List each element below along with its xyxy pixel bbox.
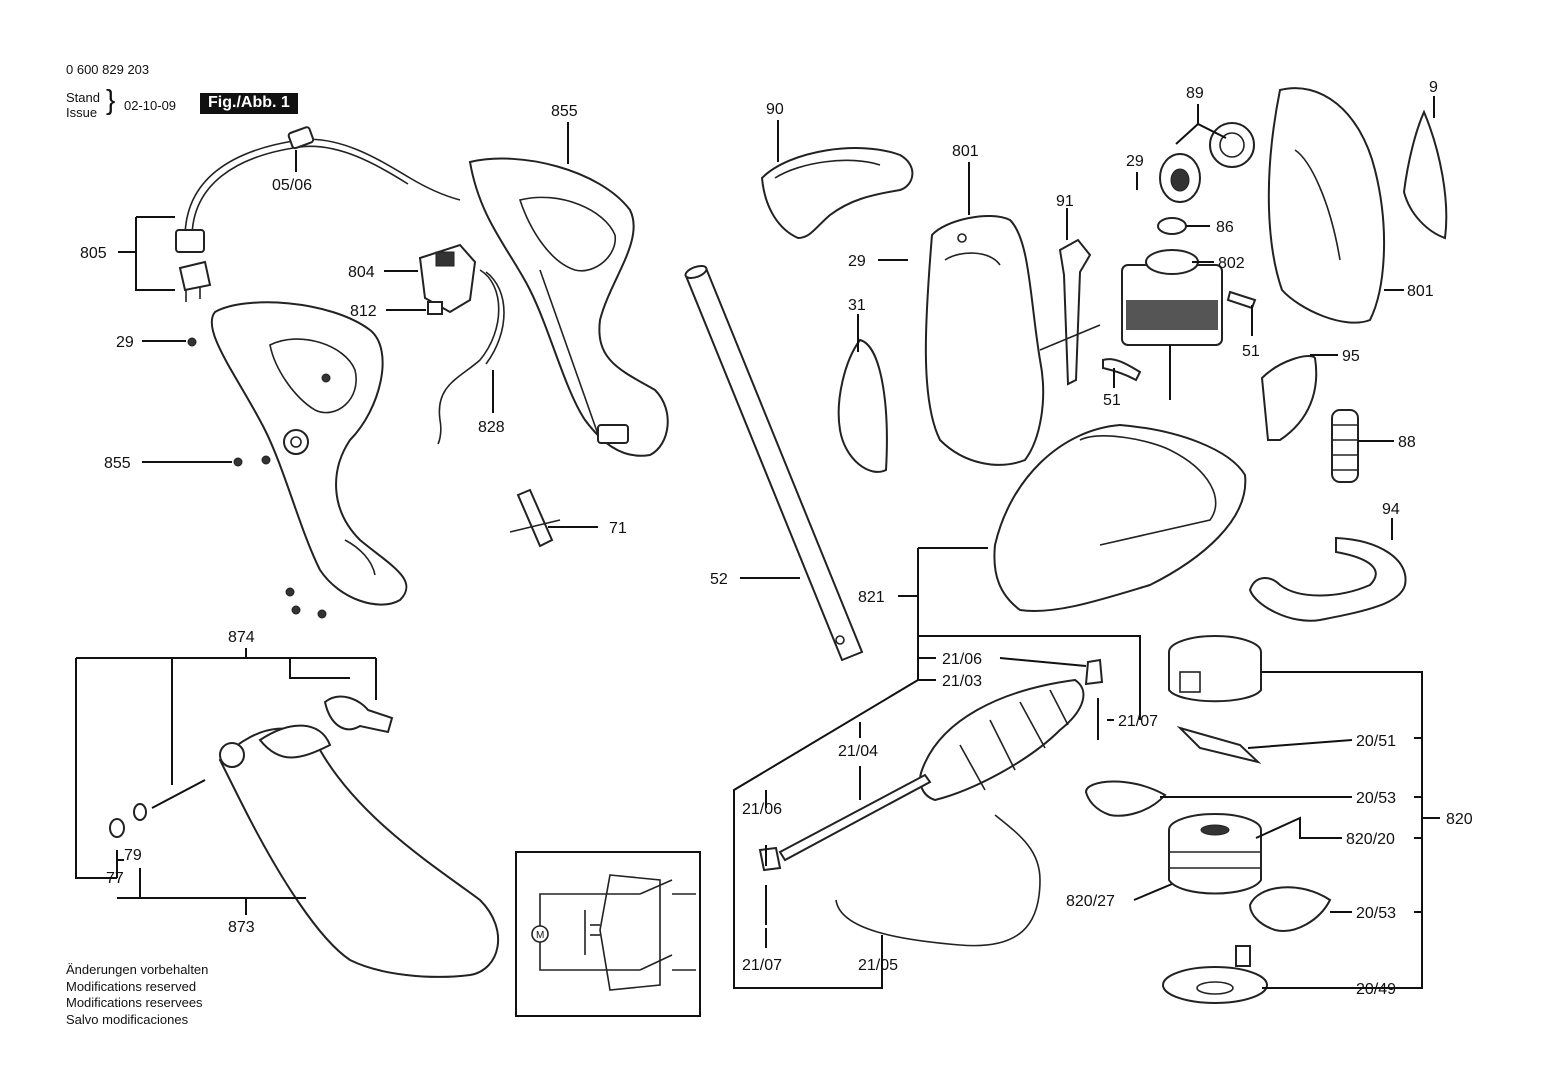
- handle-half-right: [468, 157, 669, 457]
- tube-52: [684, 264, 864, 662]
- label-29-right: 29: [1126, 153, 1144, 170]
- spool-part-small: [1176, 725, 1262, 764]
- label-873: 873: [228, 919, 255, 936]
- label-21-04: 21/04: [838, 743, 878, 760]
- elbow-21-06-lower: [758, 846, 782, 872]
- cap-20-49: [1162, 945, 1268, 1004]
- label-86: 86: [1216, 219, 1234, 236]
- label-51-right: 51: [1242, 343, 1260, 360]
- label-802: 802: [1218, 255, 1245, 272]
- spring-88: [1331, 409, 1359, 483]
- label-91: 91: [1056, 193, 1074, 210]
- cap-90: [760, 147, 914, 240]
- label-9: 9: [1429, 79, 1438, 96]
- label-874: 874: [228, 629, 255, 646]
- label-21-07-right: 21/07: [1118, 713, 1158, 730]
- label-90: 90: [766, 101, 784, 118]
- wiring-schematic: M: [515, 851, 701, 1017]
- label-31: 31: [848, 297, 866, 314]
- label-29-middle: 29: [848, 253, 866, 270]
- figure-title: Fig./Abb. 1: [200, 93, 298, 114]
- label-77: 77: [106, 870, 124, 887]
- disclaimers: Änderungen vorbehalten Modifications res…: [66, 962, 208, 1028]
- motor-802: [1121, 249, 1223, 400]
- clip-71: [509, 488, 561, 548]
- label-95: 95: [1342, 348, 1360, 365]
- label-52: 52: [710, 571, 728, 588]
- label-855-left: 855: [104, 455, 131, 472]
- handle-assembly-873: [109, 695, 499, 978]
- housing-801-left: [924, 214, 1045, 466]
- ring-20-53-bottom: [1248, 886, 1332, 932]
- bellows-21-03: [919, 678, 1085, 802]
- washer-86: [1157, 217, 1187, 235]
- issue-label: Issue: [66, 105, 98, 120]
- label-21-07-bottom: 21/07: [742, 957, 782, 974]
- brace-glyph: }: [106, 84, 116, 115]
- motor-symbol: M: [536, 930, 544, 941]
- document-number: 0 600 829 203: [66, 62, 150, 77]
- spool-housing-20-51: [1168, 635, 1262, 703]
- guard-95: [1260, 355, 1318, 441]
- label-855-top: 855: [551, 103, 578, 120]
- label-812: 812: [350, 303, 377, 320]
- label-21-05: 21/05: [858, 957, 898, 974]
- cover-9: [1402, 109, 1448, 240]
- part-labels: 05/06 805 804 812 29 855 855 828 71 874 …: [80, 79, 1473, 998]
- leader-lines: [75, 96, 1440, 989]
- label-89: 89: [1186, 85, 1204, 102]
- label-79: 79: [124, 847, 142, 864]
- label-71: 71: [609, 520, 627, 537]
- wire-21-05: [835, 814, 1041, 947]
- label-828: 828: [478, 419, 505, 436]
- rod-21-04: [778, 773, 932, 862]
- label-29-left: 29: [116, 334, 134, 351]
- label-804: 804: [348, 264, 375, 281]
- clip-51-left: [1102, 358, 1142, 382]
- elbow-21-06: [1084, 658, 1104, 686]
- lever-91: [1039, 238, 1101, 386]
- label-801-left: 801: [952, 143, 979, 160]
- label-20-49: 20/49: [1356, 981, 1396, 998]
- label-51-left: 51: [1103, 392, 1121, 409]
- label-94: 94: [1382, 501, 1400, 518]
- label-88: 88: [1398, 434, 1416, 451]
- label-05-06: 05/06: [272, 177, 312, 194]
- label-820-20: 820/20: [1346, 831, 1395, 848]
- disclaimer-german: Änderungen vorbehalten: [66, 962, 209, 977]
- clip-51-right: [1226, 290, 1257, 310]
- stand-issue-label: Stand Issue: [66, 90, 100, 120]
- label-21-03: 21/03: [942, 673, 982, 690]
- stand-label: Stand: [66, 90, 100, 105]
- label-20-51: 20/51: [1356, 733, 1396, 750]
- cover-31: [837, 338, 888, 473]
- label-20-53-bottom: 20/53: [1356, 905, 1396, 922]
- disclaimer-english: Modifications reserved: [66, 978, 197, 994]
- handle-94: [1248, 536, 1407, 622]
- ring-20-53-top: [1084, 780, 1167, 817]
- fan-89: [1159, 122, 1255, 203]
- label-20-53-top: 20/53: [1356, 790, 1396, 807]
- switch-block: [418, 243, 477, 315]
- housing-801-right: [1267, 87, 1386, 324]
- handle-half-left: [210, 301, 408, 606]
- label-21-06-top: 21/06: [942, 651, 982, 668]
- label-805: 805: [80, 245, 107, 262]
- wire-828: [437, 269, 500, 445]
- label-801-right: 801: [1407, 283, 1434, 300]
- guard-821: [993, 423, 1247, 612]
- issue-date: 02-10-09: [124, 98, 177, 113]
- label-820-27: 820/27: [1066, 893, 1115, 910]
- disclaimer-french: Modifications reservees: [66, 995, 203, 1010]
- disclaimer-spanish: Salvo modificaciones: [66, 1011, 189, 1027]
- spool-820-20: [1168, 813, 1262, 895]
- screws-left: [187, 337, 331, 619]
- label-820: 820: [1446, 811, 1473, 828]
- label-21-06-bottom: 21/06: [742, 801, 782, 818]
- power-cable: [175, 126, 461, 302]
- label-821: 821: [858, 589, 885, 606]
